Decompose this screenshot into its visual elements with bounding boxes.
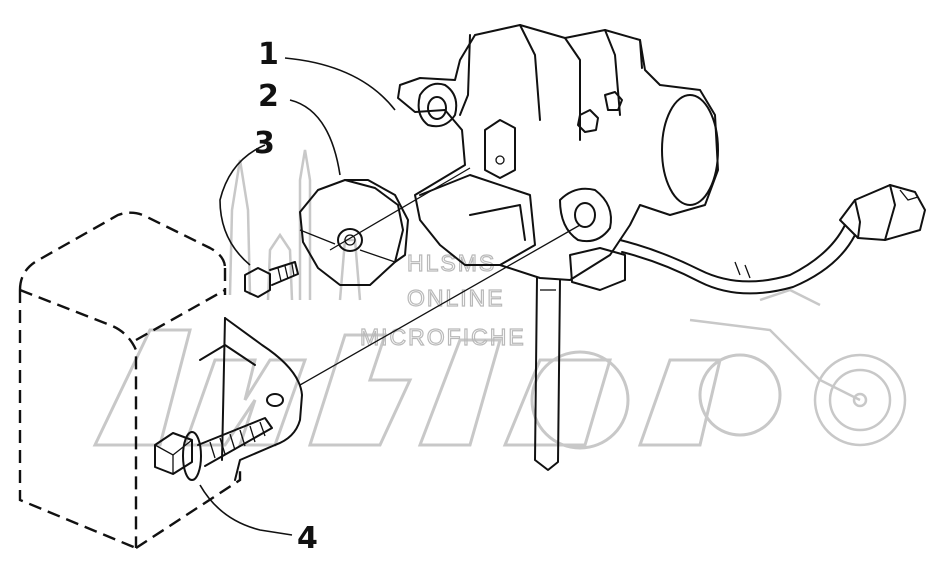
watermark-line3: MICROFICHE	[360, 324, 526, 350]
callout-1: 1	[258, 37, 279, 72]
watermark-text: HLSMS ONLINE MICROFICHE	[359, 249, 526, 350]
callout-4: 4	[297, 521, 318, 556]
leader-1	[284, 57, 396, 111]
leader-3	[219, 144, 266, 266]
callout-leaders	[199, 57, 396, 536]
mounting-bracket	[199, 317, 303, 481]
watermark-skyline	[228, 149, 362, 301]
protective-cover	[18, 211, 242, 550]
callout-3: 3	[254, 126, 275, 161]
screw	[244, 261, 299, 298]
leader-4	[199, 484, 293, 536]
actuator-assembly	[397, 24, 719, 471]
watermark-logo-letters	[92, 328, 782, 450]
watermark-line2: ONLINE	[407, 285, 505, 311]
watermark-motorcycle	[689, 288, 907, 447]
assembly-lines	[299, 167, 581, 386]
watermark-artwork	[92, 149, 907, 450]
coupler	[299, 179, 409, 286]
leader-2	[289, 99, 341, 176]
wiring-harness	[619, 184, 926, 295]
callout-2: 2	[258, 79, 279, 114]
callouts: 1 2 3 4	[254, 37, 318, 556]
bolt	[154, 417, 273, 481]
